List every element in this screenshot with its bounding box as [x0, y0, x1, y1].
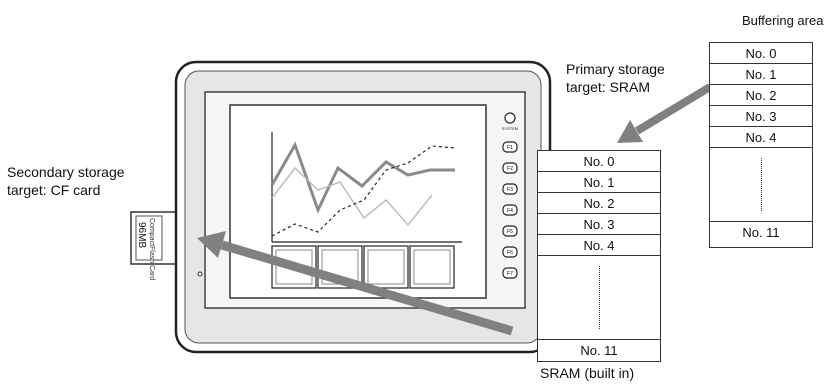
chart-line-dotted [271, 145, 456, 237]
sram-row: No. 4 [538, 235, 660, 256]
function-key-label: F2 [507, 166, 513, 172]
function-key-f4 [502, 204, 518, 216]
function-key-f7 [502, 267, 518, 279]
buffer-row: No. 1 [710, 64, 812, 85]
function-key-f6 [502, 246, 518, 258]
function-key-f2 [502, 162, 518, 174]
buffer-row: No. 2 [710, 85, 812, 106]
function-key-label: F6 [507, 250, 513, 256]
device-keys: SYSTEM [502, 112, 518, 131]
buffer-ellipsis [710, 148, 812, 222]
sram-caption: SRAM (built in) [540, 365, 635, 381]
buffer-row: No. 4 [710, 127, 812, 148]
buffer-row: No. 3 [710, 106, 812, 127]
secondary-storage-label: Secondary storage target: CF card [7, 163, 125, 199]
buffer-row-last: No. 11 [742, 225, 780, 240]
sram-row: No. 0 [538, 151, 660, 172]
primary-storage-label: Primary storage target: SRAM [566, 60, 665, 96]
sram-table: No. 0 No. 1 No. 2 No. 3 No. 4 No. 11 [537, 150, 661, 362]
status-led [197, 271, 203, 277]
system-button [504, 112, 516, 124]
function-key-label: F5 [507, 229, 513, 235]
function-key-f3 [502, 183, 518, 195]
buffer-row: No. 0 [710, 43, 812, 64]
buffering-area-table: No. 0 No. 1 No. 2 No. 3 No. 4 No. 11 [709, 42, 813, 248]
function-key-f1 [502, 141, 518, 153]
chart-line-dark [270, 141, 455, 214]
function-key-label: F7 [507, 271, 513, 277]
secondary-line-1: Secondary storage [7, 164, 125, 180]
buffering-area-label: Buffering area [742, 13, 824, 28]
chart-line-light [271, 166, 433, 227]
sram-row: No. 3 [538, 214, 660, 235]
sram-row: No. 2 [538, 193, 660, 214]
primary-line-1: Primary storage [566, 61, 665, 77]
cf-card: CompactFlash Card 96MB [130, 211, 184, 280]
function-key-label: F4 [507, 208, 513, 214]
screen-chart [270, 132, 462, 243]
primary-line-2: target: SRAM [566, 79, 651, 95]
arrow-buffer-to-sram [617, 83, 713, 143]
sram-ellipsis [538, 256, 660, 340]
sram-row-last: No. 11 [580, 343, 618, 358]
function-key-label: F3 [507, 187, 513, 193]
cf-card-label: CompactFlash Card [148, 218, 155, 280]
secondary-line-2: target: CF card [7, 182, 101, 198]
function-key-f5 [502, 225, 518, 237]
cf-card-size: 96MB [136, 222, 147, 248]
system-label: SYSTEM [502, 126, 518, 131]
sram-row: No. 1 [538, 172, 660, 193]
arrow-sram-to-cf [197, 231, 514, 336]
function-key-label: F1 [507, 145, 513, 151]
screen-buttons [271, 245, 455, 289]
